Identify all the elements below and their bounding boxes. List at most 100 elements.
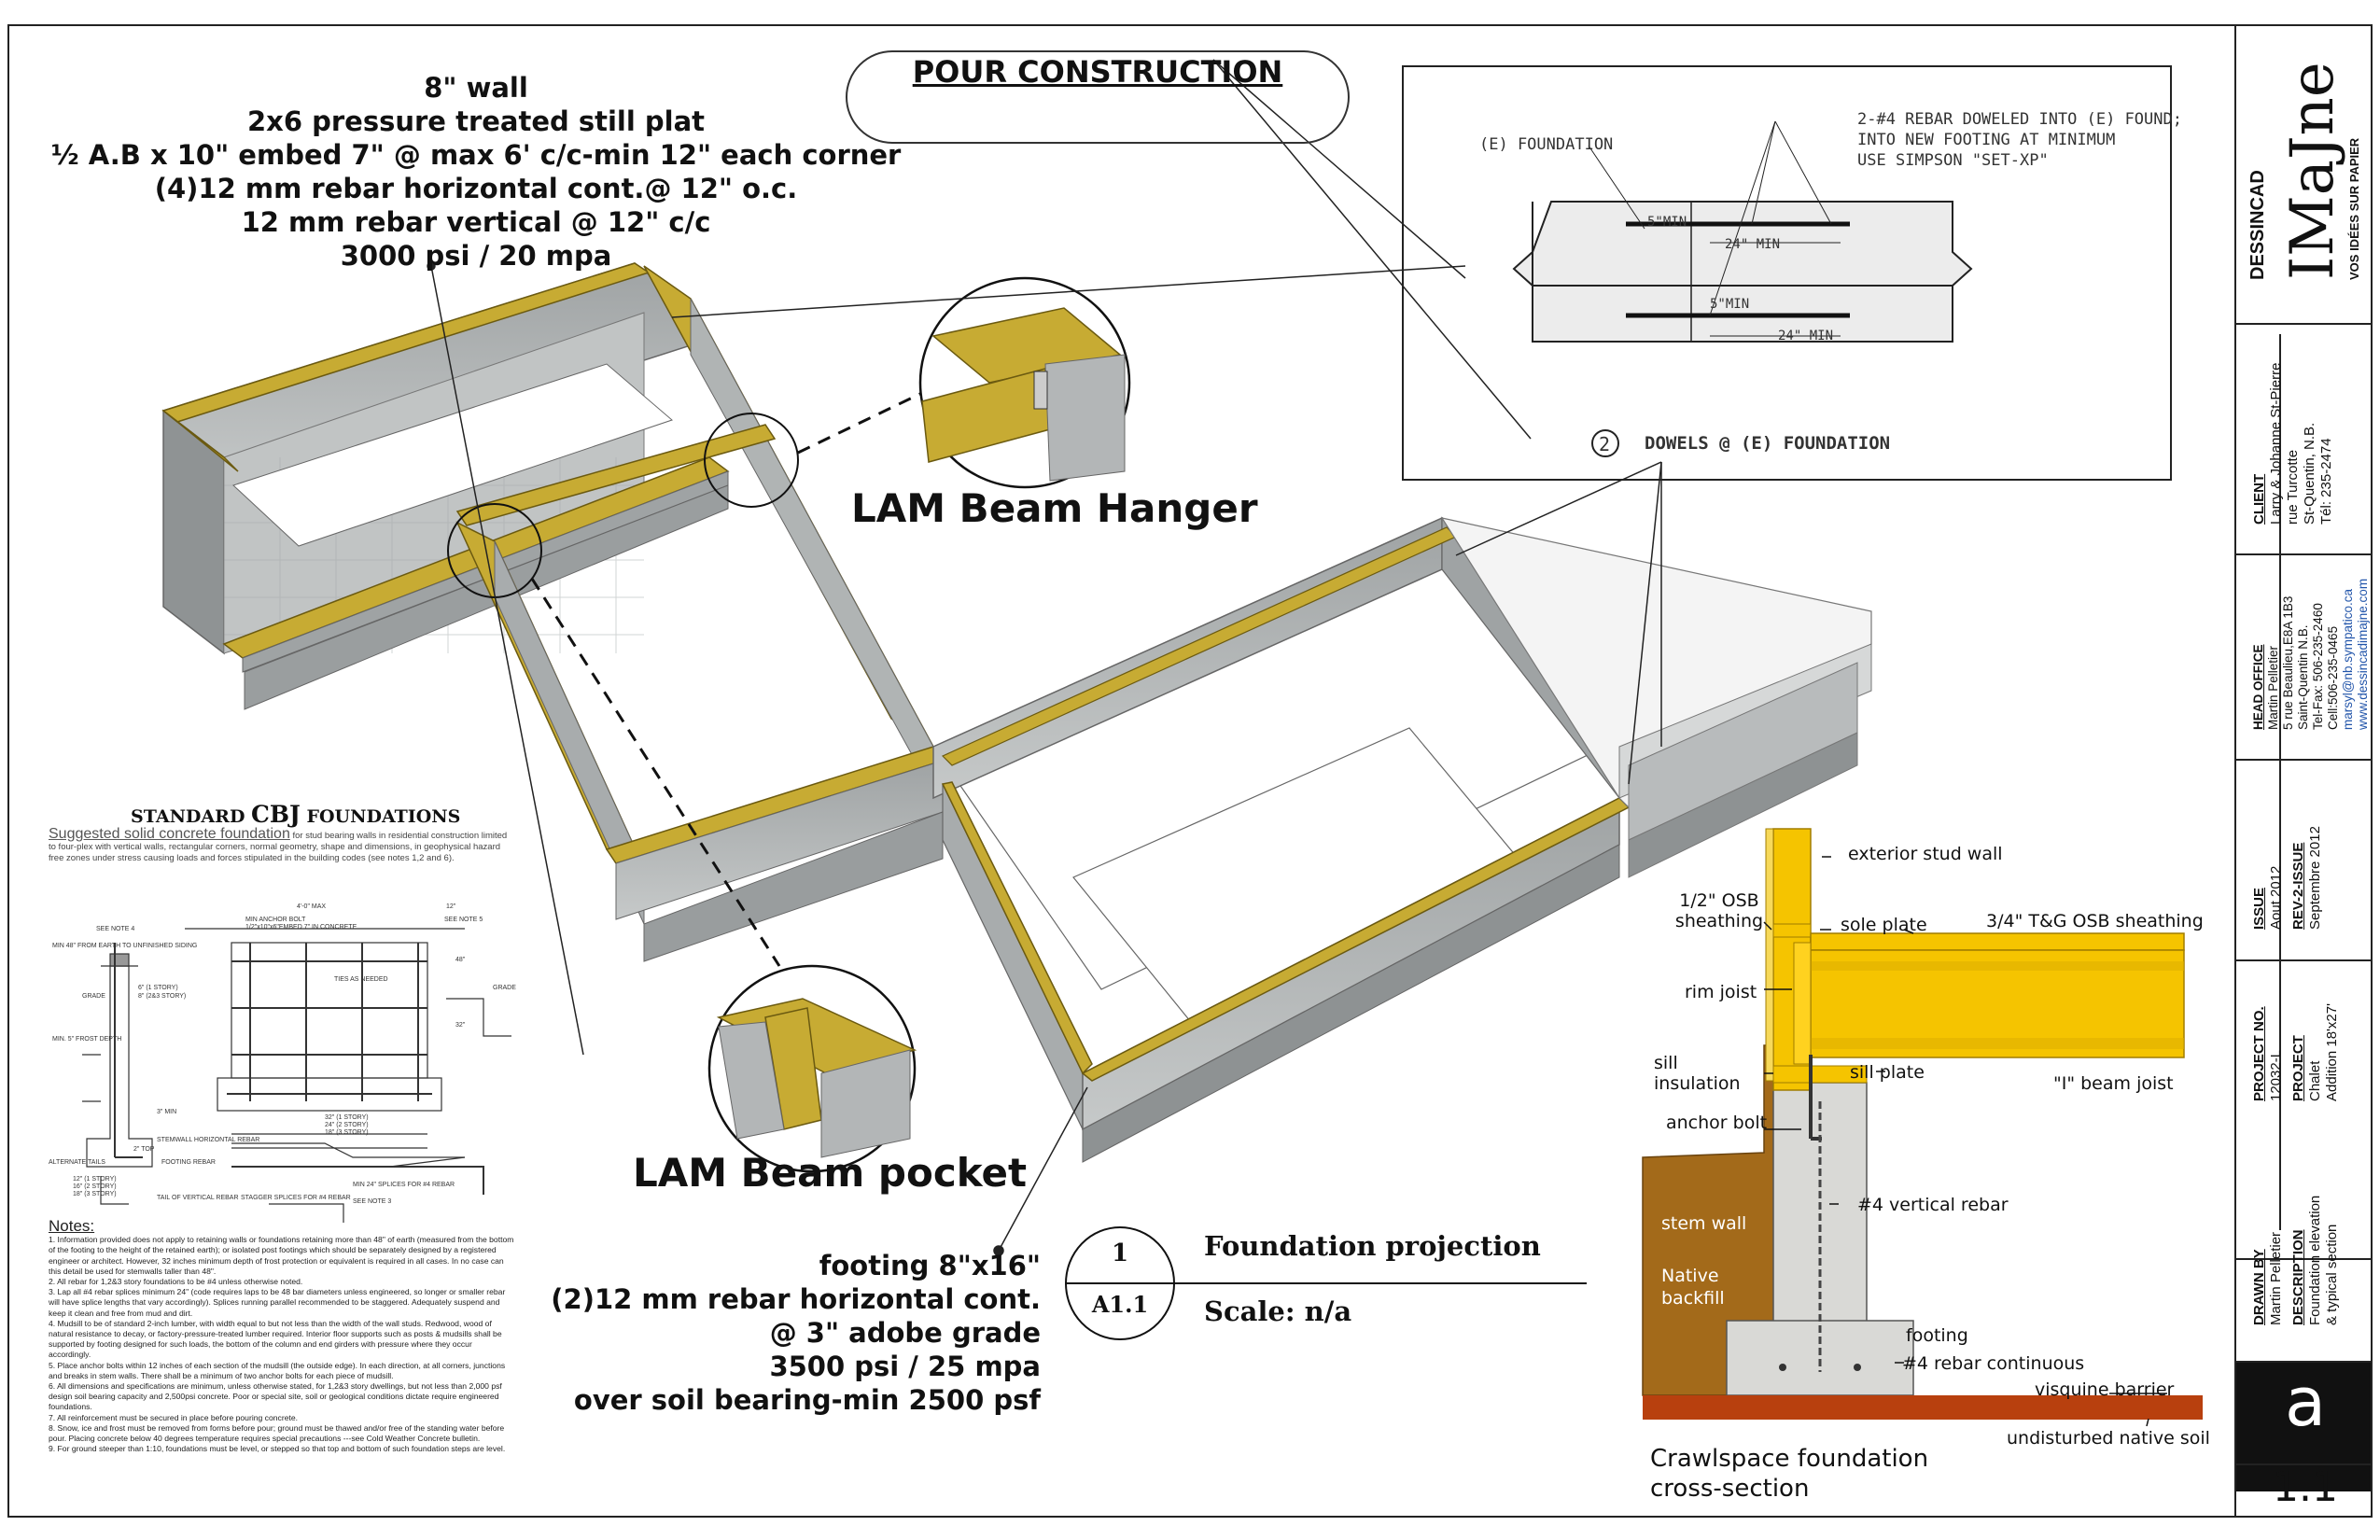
foundation-isometric-drawing [161, 59, 1872, 1256]
standard-detail-brand: CBJ [251, 801, 301, 828]
issue-info: ISSUE Aout 2012 REV-2-ISSUE Septembre 20… [2251, 826, 2324, 930]
label-dim-32: 32" [455, 1022, 466, 1029]
dowel-note-line1: 2-#4 REBAR DOWELED INTO (E) FOUND; [1857, 110, 2182, 129]
label-i-beam: "I" beam joist [2053, 1073, 2174, 1094]
label-tails-12: 12" (1 STORY) [73, 1176, 117, 1183]
label-grade-right: GRADE [493, 985, 516, 991]
footing-callout: footing 8"x16" (2)12 mm rebar horizontal… [537, 1249, 1041, 1417]
crawlspace-section-drawing [1642, 828, 2203, 1427]
footing-callout-line: 3500 psi / 25 mpa [769, 1351, 1041, 1382]
office-line: Martin Pelletier [2266, 645, 2280, 730]
label-footing-18: 18" (3 STORY) [325, 1129, 369, 1136]
view-sheet: A1.1 [1091, 1291, 1149, 1318]
label-anchor-bolt: MIN ANCHOR BOLT [245, 917, 306, 923]
embed-top-label: 5"MIN [1647, 215, 1687, 230]
title-cloud [846, 50, 1350, 144]
sheet-letter: a [2284, 1363, 2327, 1441]
label-rebar-continuous: #4 rebar continuous [1902, 1353, 2085, 1374]
label-tail: TAIL OF VERTICAL REBAR [157, 1195, 239, 1201]
project-line: Chalet [2307, 1060, 2323, 1101]
office-line: Tel-Fax: 506-235-2460 [2311, 603, 2325, 730]
office-info: HEAD OFFICE Martin Pelletier 5 rue Beaul… [2251, 579, 2371, 730]
wall-callout-line: 3000 psi / 20 mpa [340, 240, 612, 272]
project-header: PROJECT [2290, 1035, 2306, 1101]
label-anchor-bolt: anchor bolt [1666, 1113, 1768, 1133]
label-ties: TIES AS NEEDED [334, 976, 388, 983]
dowel-detail-drawing [1512, 120, 1973, 457]
client-info: CLIENT Larry & Johanne St-Pierre rue Tur… [2251, 363, 2335, 525]
office-line: Saint-Quentin N.B. [2296, 624, 2310, 730]
label-sole-plate: sole plate [1841, 915, 1927, 935]
label-see-note-4: SEE NOTE 4 [96, 926, 135, 932]
standard-detail-title-prefix: STANDARD [131, 806, 252, 827]
label-rim-joist: rim joist [1685, 982, 1757, 1002]
note-item: 4. Mudsill to be of standard 2-inch lumb… [49, 1318, 502, 1360]
tb-divider [2236, 959, 2371, 961]
label-max-4ft: 4'-0" MAX [297, 903, 327, 910]
standard-detail-intro: Suggested solid concrete foundation for … [49, 827, 515, 864]
footing-callout-line: footing 8"x16" [819, 1250, 1041, 1281]
company-logo: IMaJne [2278, 62, 2347, 280]
notes-block: Notes: 1. Information provided does not … [49, 1217, 515, 1454]
drawn-by: Martin Pelletier [2268, 1231, 2284, 1325]
label-vertical-rebar: #4 vertical rebar [1857, 1195, 2009, 1215]
label-undisturbed: undisturbed native soil [2007, 1428, 2210, 1449]
label-two-story-8: 8" (2&3 STORY) [138, 993, 187, 1000]
standard-detail-title: STANDARD CBJ FOUNDATIONS [131, 801, 460, 828]
label-dim-2top: 2" TOP [133, 1146, 155, 1153]
company-tagline: VOS IDÉES SUR PAPIER [2347, 137, 2361, 280]
label-footing: footing [1906, 1325, 1968, 1346]
length-bottom-label: 24" MIN [1778, 329, 1834, 343]
label-tg-osb: 3/4" T&G OSB sheathing [1986, 911, 2204, 931]
left-foundation-block [161, 262, 730, 710]
label-stemwall: STEMWALL HORIZONTAL REBAR [157, 1137, 260, 1143]
wall-callout-line: 2x6 pressure treated still plat [246, 105, 706, 137]
view-number: 1 [1111, 1239, 1129, 1267]
label-dim-48: 48" [455, 957, 466, 963]
section-title-line2: cross-section [1650, 1475, 1810, 1503]
client-line: Tél: 235-2474 [2318, 438, 2334, 525]
project-no: 12032-L [2268, 1049, 2284, 1101]
issue-date: Aout 2012 [2268, 865, 2284, 930]
office-website[interactable]: www.dessincadimajne.com [2356, 578, 2370, 730]
wall-callout-line: ½ A.B x 10" embed 7" @ max 6' c/c-min 12… [50, 139, 902, 171]
project-info: PROJECT NO. 12032-L PROJECT Chalet Addit… [2251, 1003, 2341, 1101]
sheet-letter-cell [2236, 1361, 2371, 1491]
label-osb-sheathing: 1/2" OSB sheathing [1674, 890, 1764, 931]
note-item: 5. Place anchor bolts within 12 inches o… [49, 1360, 506, 1380]
wall-callout-line: 12 mm rebar vertical @ 12" c/c [241, 206, 711, 238]
embed-bottom-label: 5"MIN [1710, 297, 1750, 312]
office-email[interactable]: marsyl@nb.sympatico.ca [2341, 589, 2355, 730]
office-header: HEAD OFFICE [2251, 644, 2265, 730]
section-title-line1: Crawlspace foundation [1650, 1445, 1929, 1473]
standard-detail-title-suffix: FOUNDATIONS [300, 806, 461, 827]
wall-callout-line: 8" wall [424, 72, 528, 104]
center-foundation-block [455, 265, 945, 962]
office-line: Cell:506-235-0465 [2326, 625, 2340, 730]
label-one-story-6: 6" (1 STORY) [138, 985, 178, 991]
label-tails-18: 18" (3 STORY) [73, 1191, 117, 1197]
tb-divider [2236, 323, 2371, 325]
dowel-note-line3: USE SIMPSON "SET-XP" [1857, 151, 2049, 170]
wall-callout-line: (4)12 mm rebar horizontal cont.@ 12" o.c… [154, 173, 798, 204]
label-sill-plate: sill plate [1850, 1062, 1925, 1083]
label-dim-12: 12" [446, 903, 456, 910]
note-item: 1. Information provided does not apply t… [49, 1235, 514, 1276]
office-line: 5 rue Beaulieu,E8A 1B3 [2281, 595, 2295, 730]
tb-divider [2236, 759, 2371, 761]
label-grade-left: GRADE [82, 993, 105, 1000]
standard-detail-labels: 4'-0" MAX 12" MIN ANCHOR BOLT 1/2"x10"x6… [45, 887, 530, 1223]
view-title-symbol [1065, 1226, 1587, 1340]
issue-header: ISSUE [2251, 887, 2267, 930]
rev-date: Septembre 2012 [2307, 826, 2323, 930]
notes-title: Notes: [49, 1217, 95, 1235]
wall-callout: 8" wall 2x6 pressure treated still plat … [28, 71, 924, 273]
description-line: & typical section [2324, 1224, 2340, 1325]
label-bolt-size: 1/2"x10"x6"EMBED 7" IN CONCRETE [245, 924, 357, 931]
sheet-border [7, 24, 2236, 1518]
note-item: 8. Snow, ice and frost must be removed f… [49, 1422, 505, 1444]
page-title: POUR CONSTRUCTION [912, 54, 1283, 90]
note-item: 9. For ground steeper than 1:10, foundat… [49, 1444, 506, 1454]
label-footing-32: 32" (1 STORY) [325, 1114, 369, 1121]
label-tails-16: 16" (2 STORY) [73, 1183, 117, 1190]
